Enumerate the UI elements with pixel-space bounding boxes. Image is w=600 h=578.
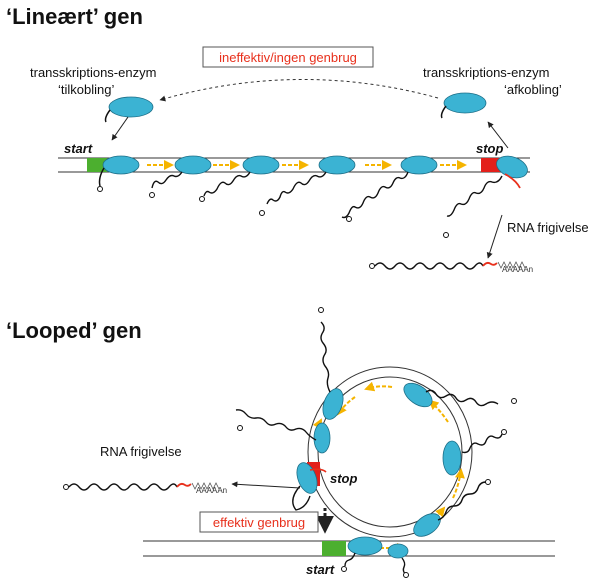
linear-released-rna <box>369 261 526 270</box>
linear-gene-title: ‘Lineært’ gen <box>6 4 143 29</box>
looped-recycling-label: effektiv genbrug <box>213 515 305 530</box>
looped-polya-label: AAAAAn <box>196 486 227 495</box>
loop-polymerase-bottom <box>341 536 383 572</box>
linear-stop-label: stop <box>476 141 504 156</box>
linear-return-dashed-arrow <box>159 79 439 102</box>
attach-label-line1: transskriptions-enzym <box>30 65 156 80</box>
linear-polya-label: AAAAAn <box>502 265 533 274</box>
loop-polymerase-bottom-right-2 <box>387 543 409 578</box>
looped-release-arrow <box>231 481 301 489</box>
looped-stop-label: stop <box>330 471 358 486</box>
free-enzyme-detaching <box>443 92 487 114</box>
looped-release-label: RNA frigivelse <box>100 444 182 459</box>
attaching-enzyme-tail <box>104 109 111 123</box>
linear-start-label: start <box>64 141 93 156</box>
free-enzyme-attaching <box>108 96 154 118</box>
looped-start-label: start <box>306 562 335 577</box>
linear-polymerase-at-stop <box>443 155 528 238</box>
linear-polymerase-1 <box>97 155 140 192</box>
loop-polymerase-top-right <box>403 382 517 408</box>
detach-arrow <box>487 121 509 149</box>
loop-dna-outer <box>307 366 473 538</box>
detaching-enzyme-tail <box>440 105 447 119</box>
linear-polymerase-5 <box>341 155 438 222</box>
loop-polymerase-left <box>235 409 331 454</box>
loop-polymerase-bottom-right <box>413 479 491 537</box>
looped-recycling-box <box>199 511 319 533</box>
linear-recycling-label: ineffektiv/ingen genbrug <box>219 50 357 65</box>
linear-stop-box <box>481 158 501 172</box>
linear-polymerase-3 <box>199 155 280 202</box>
detach-label-line2: ‘afkobling’ <box>504 82 562 97</box>
linear-start-box <box>87 158 107 172</box>
loop-polymerase-right <box>442 429 507 476</box>
linear-release-label: RNA frigivelse <box>507 220 589 235</box>
looped-start-box <box>322 541 346 556</box>
loop-polymerase-top-left <box>318 307 344 420</box>
linear-release-arrow <box>486 214 503 259</box>
detach-label-line1: transskriptions-enzym <box>423 65 549 80</box>
linear-polymerase-2 <box>149 155 212 198</box>
linear-polymerase-4 <box>259 155 356 216</box>
loop-polymerase-at-stop <box>292 462 327 511</box>
attach-label-line2: ‘tilkobling’ <box>58 82 114 97</box>
looped-released-rna <box>63 482 220 491</box>
attach-arrow <box>111 116 129 141</box>
looped-gene-title: ‘Looped’ gen <box>6 318 142 343</box>
linear-recycling-box <box>202 46 374 68</box>
